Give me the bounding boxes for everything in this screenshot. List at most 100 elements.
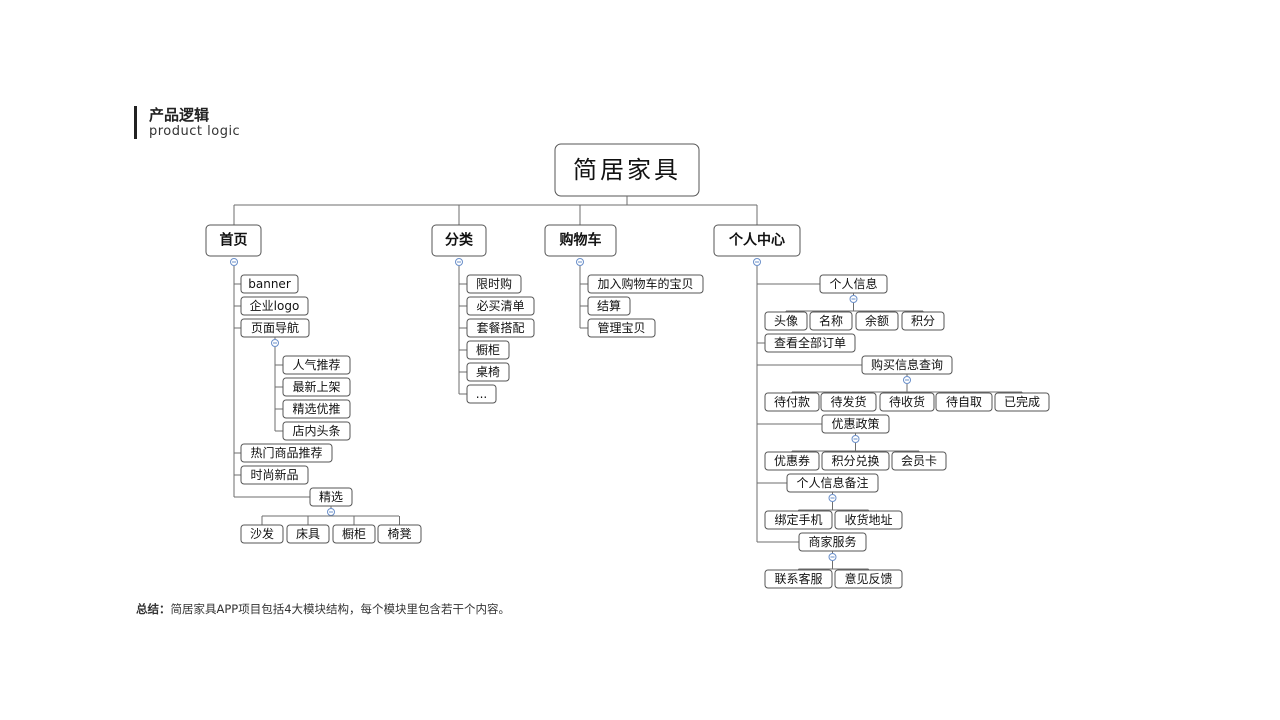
page-subtitle: product logic <box>149 124 241 139</box>
collapse-toggle-icon[interactable] <box>828 494 837 502</box>
category-item-3[interactable]: 橱柜 <box>466 340 510 360</box>
node-label: 余额 <box>865 313 889 328</box>
node-label: 必买清单 <box>476 299 524 313</box>
personal-discount-item-1[interactable]: 积分兑换 <box>821 451 890 471</box>
node-label: 意见反馈 <box>844 571 892 586</box>
node-label: 头像 <box>774 314 798 328</box>
personal-purchase-item-3[interactable]: 待自取 <box>935 392 993 412</box>
node-label: 桌椅 <box>476 365 500 379</box>
category-item-4[interactable]: 桌椅 <box>466 362 510 382</box>
collapse-toggle-icon[interactable] <box>576 258 584 266</box>
node-label: 加入购物车的宝贝 <box>597 276 693 291</box>
category-item-5[interactable]: ... <box>466 384 497 404</box>
category-item-1[interactable]: 必买清单 <box>466 296 535 316</box>
home-item-0[interactable]: banner <box>240 274 299 294</box>
node-label: 已完成 <box>1004 394 1040 409</box>
node-label: ... <box>476 387 487 401</box>
node-label: 会员卡 <box>901 454 937 468</box>
personal-group-orders[interactable]: 查看全部订单 <box>764 333 856 353</box>
featured-item-3[interactable]: 椅凳 <box>377 524 422 544</box>
personal-note-item-0[interactable]: 绑定手机 <box>764 510 833 530</box>
personal-group-discount[interactable]: 优惠政策 <box>821 414 890 434</box>
root-node[interactable]: 简居家具 <box>554 143 700 197</box>
personal-note-item-1[interactable]: 收货地址 <box>834 510 903 530</box>
home-more-item-0[interactable]: 热门商品推荐 <box>240 443 333 463</box>
node-label: 个人信息 <box>829 276 877 291</box>
summary-note: 总结：简居家具APP项目包括4大模块结构，每个模块里包含若干个内容。 <box>136 601 510 617</box>
nav-item-0[interactable]: 人气推荐 <box>282 355 351 375</box>
node-label: 个人中心 <box>728 232 785 249</box>
node-label: 联系客服 <box>774 571 822 586</box>
featured-item-0[interactable]: 沙发 <box>240 524 284 544</box>
personal-discount-item-0[interactable]: 优惠券 <box>764 451 820 471</box>
node-label: 精选优推 <box>292 402 340 416</box>
home-item-2[interactable]: 页面导航 <box>240 318 310 338</box>
personal-purchase-item-4[interactable]: 已完成 <box>994 392 1050 412</box>
node-label: 名称 <box>819 313 843 328</box>
personal-info-item-2[interactable]: 余额 <box>855 311 899 331</box>
node-label: 结算 <box>597 298 621 313</box>
node-label: 床具 <box>296 527 320 541</box>
personal-discount-item-2[interactable]: 会员卡 <box>891 451 947 471</box>
branch-category[interactable]: 分类 <box>431 224 487 257</box>
collapse-toggle-icon[interactable] <box>753 258 761 266</box>
category-item-2[interactable]: 套餐搭配 <box>466 318 535 338</box>
collapse-toggle-icon[interactable] <box>327 508 335 516</box>
cart-item-2[interactable]: 管理宝贝 <box>587 318 656 338</box>
nav-item-2[interactable]: 精选优推 <box>282 399 351 419</box>
branch-home[interactable]: 首页 <box>205 224 262 257</box>
heading-accent-bar <box>134 106 137 139</box>
personal-info-item-3[interactable]: 积分 <box>901 311 945 331</box>
summary-label: 总结： <box>136 602 171 616</box>
personal-service-item-1[interactable]: 意见反馈 <box>834 569 903 589</box>
node-label: 椅凳 <box>387 526 411 541</box>
node-label: 分类 <box>445 232 474 249</box>
node-label: 人气推荐 <box>292 357 340 372</box>
node-label: 最新上架 <box>292 379 340 394</box>
node-label: 精选 <box>319 490 343 504</box>
home-more-item-1[interactable]: 时尚新品 <box>240 465 309 485</box>
branch-cart[interactable]: 购物车 <box>544 224 617 257</box>
branch-personal[interactable]: 个人中心 <box>713 224 801 257</box>
cart-item-0[interactable]: 加入购物车的宝贝 <box>587 274 704 294</box>
personal-purchase-item-2[interactable]: 待收货 <box>879 392 935 412</box>
featured-item-2[interactable]: 橱柜 <box>332 524 376 544</box>
personal-purchase-item-1[interactable]: 待发货 <box>820 392 877 412</box>
personal-service-item-0[interactable]: 联系客服 <box>764 569 833 589</box>
node-label: 收货地址 <box>844 512 892 527</box>
node-label: 个人信息备注 <box>796 475 868 490</box>
node-label: 简居家具 <box>573 156 681 184</box>
home-featured-node[interactable]: 精选 <box>309 487 353 507</box>
nav-item-1[interactable]: 最新上架 <box>282 377 351 397</box>
featured-item-1[interactable]: 床具 <box>286 524 330 544</box>
personal-group-info[interactable]: 个人信息 <box>819 274 888 294</box>
personal-group-service[interactable]: 商家服务 <box>798 532 867 552</box>
personal-group-note[interactable]: 个人信息备注 <box>786 473 879 493</box>
collapse-toggle-icon[interactable] <box>849 295 858 303</box>
node-label: 查看全部订单 <box>774 335 846 350</box>
cart-item-1[interactable]: 结算 <box>587 296 631 316</box>
node-label: banner <box>248 277 291 291</box>
node-label: 积分兑换 <box>831 454 879 468</box>
collapse-toggle-icon[interactable] <box>903 376 911 384</box>
home-item-1[interactable]: 企业logo <box>240 296 309 316</box>
collapse-toggle-icon[interactable] <box>828 553 837 561</box>
node-label: 店内头条 <box>292 424 340 438</box>
nav-item-3[interactable]: 店内头条 <box>282 421 351 441</box>
personal-info-item-1[interactable]: 名称 <box>809 311 853 331</box>
personal-group-purchase[interactable]: 购买信息查询 <box>861 355 953 375</box>
collapse-toggle-icon[interactable] <box>851 435 860 443</box>
collapse-toggle-icon[interactable] <box>271 339 279 347</box>
collapse-toggle-icon[interactable] <box>230 258 238 266</box>
node-label: 待自取 <box>946 395 982 409</box>
node-label: 沙发 <box>250 526 274 541</box>
node-label: 积分 <box>911 314 935 328</box>
personal-info-item-0[interactable]: 头像 <box>764 311 808 331</box>
collapse-toggle-icon[interactable] <box>455 258 463 266</box>
node-label: 热门商品推荐 <box>250 445 322 460</box>
category-item-0[interactable]: 限时购 <box>466 274 522 294</box>
node-label: 限时购 <box>476 276 512 291</box>
personal-purchase-item-0[interactable]: 待付款 <box>764 392 820 412</box>
node-label: 橱柜 <box>342 527 366 541</box>
